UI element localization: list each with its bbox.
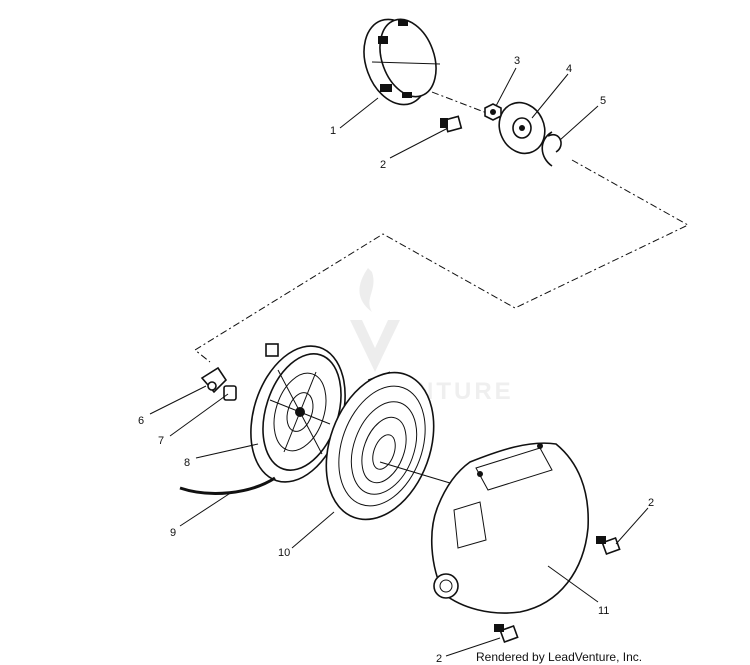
- callout-2-bottom: 2: [436, 653, 442, 665]
- leader-lines: [149, 67, 649, 657]
- part-pulley: [498, 101, 546, 155]
- part-nut: [484, 103, 502, 121]
- callout-5: 5: [600, 95, 606, 107]
- part-pawl: [200, 366, 228, 394]
- callout-10: 10: [278, 547, 290, 559]
- part-bolt-top: [440, 115, 463, 133]
- part-clip: [541, 131, 562, 167]
- part-bolt-right: [596, 536, 621, 556]
- callout-8: 8: [184, 457, 190, 469]
- callout-11: 11: [598, 605, 609, 617]
- callout-1: 1: [330, 125, 336, 137]
- callout-6: 6: [138, 415, 144, 427]
- callout-3: 3: [514, 55, 520, 67]
- part-spring-pin: [223, 385, 237, 401]
- callout-7: 7: [158, 435, 164, 447]
- part-housing: [430, 442, 589, 614]
- callout-2-right: 2: [648, 497, 654, 509]
- part-rope: [179, 476, 276, 495]
- part-drive-cup: [363, 18, 441, 106]
- assembly-dash-line: [194, 159, 690, 363]
- rendered-by-credit: Rendered by LeadVenture, Inc.: [476, 650, 642, 664]
- part-recoil-spring: [325, 371, 435, 521]
- callout-2-top: 2: [380, 159, 386, 171]
- part-bolt-bottom: [494, 624, 519, 644]
- part-recoil-reel: [250, 343, 346, 483]
- callout-9: 9: [170, 527, 176, 539]
- callout-4: 4: [566, 63, 572, 75]
